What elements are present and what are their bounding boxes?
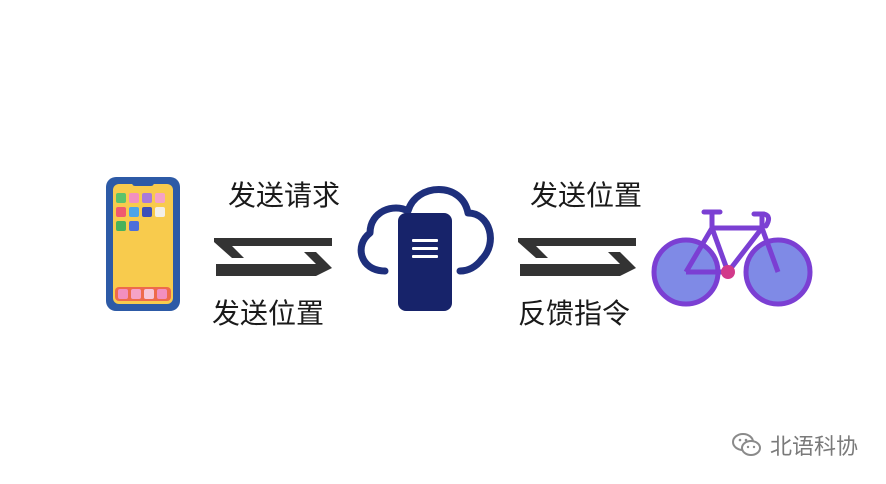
watermark: 北语科协 — [731, 430, 858, 460]
watermark-text: 北语科协 — [769, 435, 858, 460]
left-top-label: 发送请求 — [228, 179, 341, 212]
smartphone-icon — [106, 177, 180, 311]
right-top-label: 发送位置 — [530, 179, 643, 212]
right-bottom-label: 反馈指令 — [518, 297, 631, 330]
wechat-icon — [731, 433, 761, 456]
left-bottom-label: 发送位置 — [212, 297, 325, 330]
bidirectional-arrow-icon — [214, 238, 332, 276]
bidirectional-arrow-icon — [518, 238, 636, 276]
bicycle-icon — [651, 209, 813, 307]
cloud-server-icon — [357, 186, 494, 311]
